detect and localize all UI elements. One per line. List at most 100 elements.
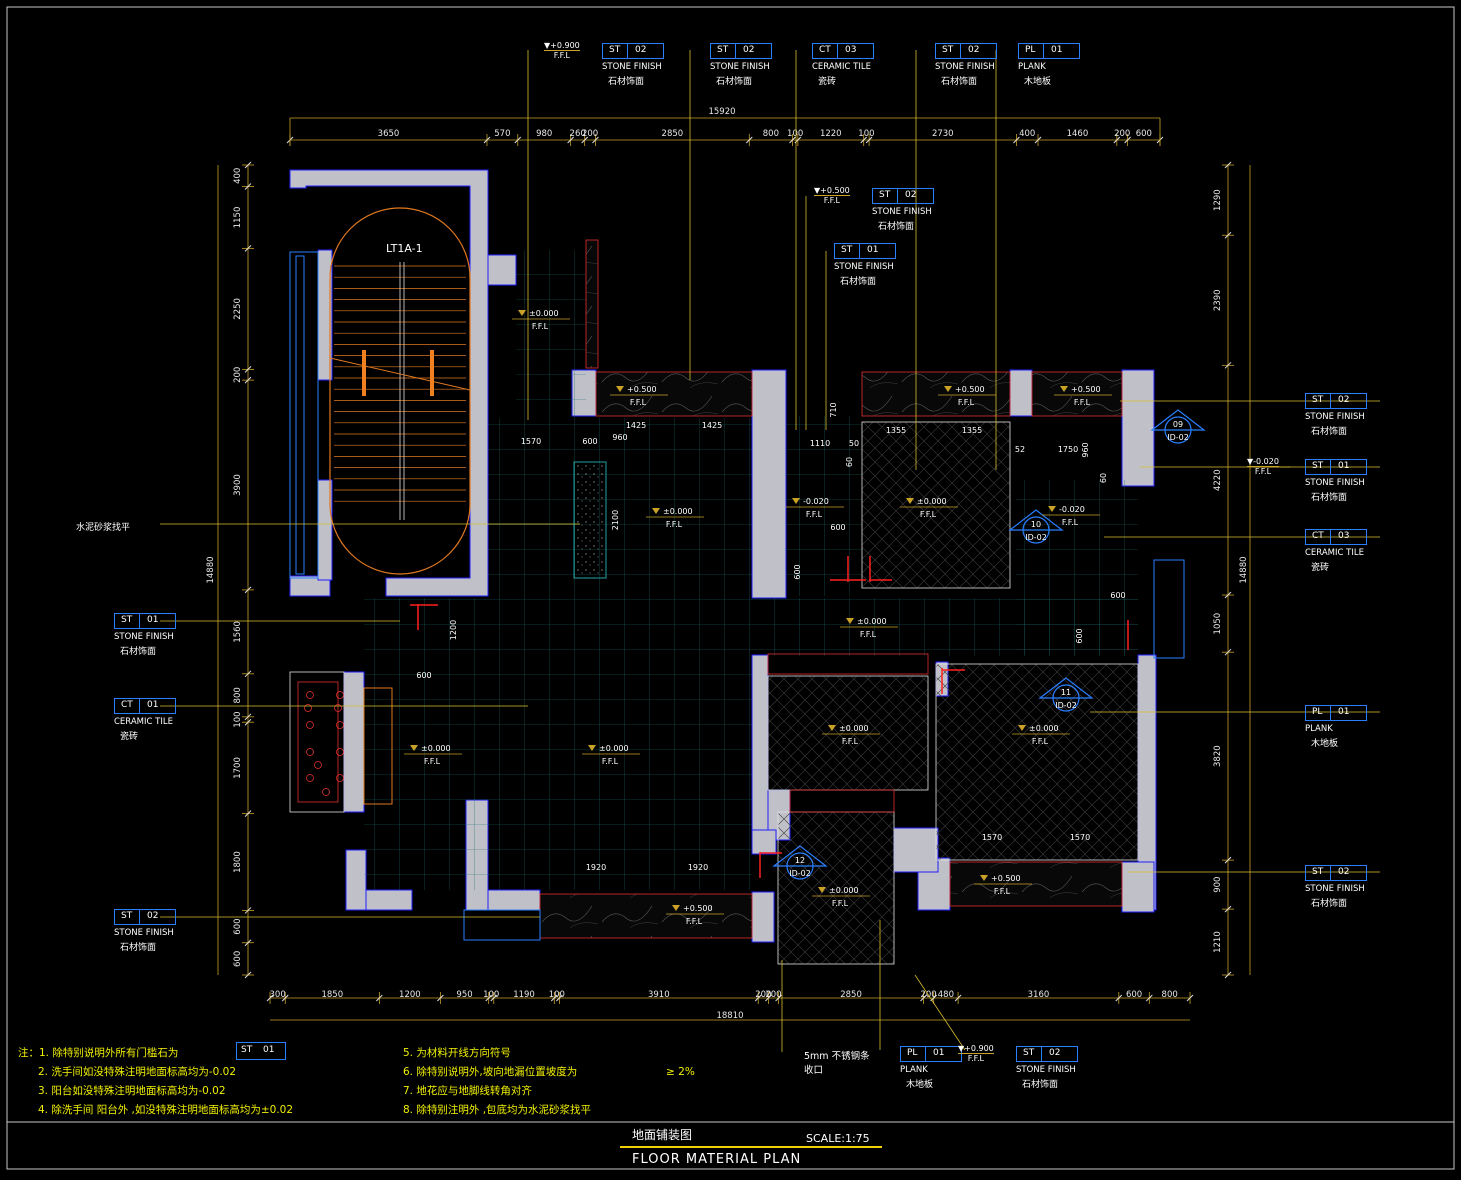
top-dim: 260 [570, 129, 586, 139]
level-value: ±0.000 [663, 507, 693, 516]
section-ref: ID-02 [789, 869, 811, 878]
level-ffl: F.F.L [1074, 398, 1091, 407]
note1-num: 01 [263, 1045, 275, 1055]
notes-prefix: 注： [18, 1047, 39, 1059]
title-en: FLOOR MATERIAL PLAN [632, 1152, 802, 1167]
inner-dim: 2100 [611, 510, 620, 530]
inner-dim: 1570 [982, 833, 1002, 842]
inner-dim: 60 [1099, 473, 1108, 483]
left-total-dim: 14880 [206, 556, 216, 583]
bottom-dim: 200 [755, 990, 771, 1000]
inner-dim: 710 [829, 402, 838, 417]
note-5: 5. 为材料开线方向符号 [403, 1047, 511, 1059]
top-dim: 100 [787, 129, 803, 139]
left-dim: 2250 [233, 298, 243, 320]
bottom-dim: 100 [483, 990, 499, 1000]
note-1: 1. 除特别说明外所有门槛石为 [39, 1047, 179, 1059]
inner-dim: 600 [1110, 591, 1125, 600]
level-value: +0.500 [1071, 385, 1101, 394]
bottom-dim: 2850 [840, 990, 862, 1000]
top-dim: 1220 [820, 129, 842, 139]
right-dim: 1050 [1213, 613, 1223, 635]
leader-lines [160, 50, 1380, 1052]
bottom-dim: 950 [456, 990, 472, 1000]
level-ffl: F.F.L [994, 887, 1011, 896]
inner-dim: 960 [612, 433, 627, 442]
note1-tag: ST 01 [236, 1042, 286, 1060]
inner-dim: 1200 [449, 620, 458, 640]
top-dim: 1460 [1067, 129, 1089, 139]
section-ref: ID-02 [1055, 701, 1077, 710]
section-num: 09 [1173, 420, 1183, 429]
left-dim: 800 [233, 687, 243, 703]
level-value: -0.020 [803, 497, 829, 506]
inner-dim: 600 [1075, 628, 1084, 643]
bottom-dim: 3910 [648, 990, 670, 1000]
section-ref: ID-02 [1025, 533, 1047, 542]
inner-dim: 50 [849, 439, 859, 448]
dimension-ticks [242, 118, 1234, 1004]
bottom-dim: 600 [1126, 990, 1142, 1000]
slope-value: ≥ 2% [666, 1066, 695, 1078]
section-num: 12 [795, 856, 805, 865]
level-ffl: F.F.L [806, 510, 823, 519]
left-dim: 600 [233, 951, 243, 967]
left-dim: 400 [233, 168, 243, 184]
top-dim: 600 [1136, 129, 1152, 139]
level-ffl: F.F.L [1032, 737, 1049, 746]
inner-dim: 600 [793, 564, 802, 579]
right-dim: 2390 [1213, 289, 1223, 311]
left-dim: 100 [233, 711, 243, 727]
right-dim: 3820 [1213, 745, 1223, 767]
note1-code: ST [241, 1045, 253, 1055]
left-dim: 1150 [233, 207, 243, 229]
level-value: -0.020 [1059, 505, 1085, 514]
inner-dim: 1750 [1058, 445, 1078, 454]
inner-dim: 1355 [886, 426, 906, 435]
right-total-dim: 14880 [1239, 556, 1249, 583]
bottom-dim: 480 [938, 990, 954, 1000]
level-ffl: F.F.L [860, 630, 877, 639]
inner-dim: 600 [830, 523, 845, 532]
window-rails [289, 251, 1185, 941]
inner-dim: 960 [1081, 442, 1090, 457]
inner-dim: 1570 [521, 437, 541, 446]
bottom-dim: 3160 [1028, 990, 1050, 1000]
top-dim: 200 [1114, 129, 1130, 139]
inner-dim: 1425 [702, 421, 722, 430]
bottom-dim: 300 [270, 990, 286, 1000]
note-2: 2. 洗手间如没特殊注明地面标高均为-0.02 [38, 1066, 237, 1078]
bottom-dim: 200 [765, 990, 781, 1000]
top-dim: 100 [858, 129, 874, 139]
level-ffl: F.F.L [842, 737, 859, 746]
bottom-dim: 800 [1162, 990, 1178, 1000]
top-dim: 2850 [662, 129, 684, 139]
level-ffl: F.F.L [958, 398, 975, 407]
section-num: 11 [1061, 688, 1071, 697]
note-6: 6. 除特别说明外,坡向地漏位置坡度为 [403, 1066, 578, 1078]
inner-dim: 1110 [810, 439, 830, 448]
level-ffl: F.F.L [1062, 518, 1079, 527]
left-dim: 600 [233, 918, 243, 934]
level-value: ±0.000 [917, 497, 947, 506]
top-dim: 800 [763, 129, 779, 139]
top-dim: 400 [1019, 129, 1035, 139]
top-dim: 980 [536, 129, 552, 139]
top-dim: 3650 [378, 129, 400, 139]
level-ffl: F.F.L [532, 322, 549, 331]
right-dim: 4220 [1213, 469, 1223, 491]
level-value: +0.500 [683, 904, 713, 913]
level-value: +0.500 [627, 385, 657, 394]
inner-dim: 1920 [688, 863, 708, 872]
level-value: ±0.000 [1029, 724, 1059, 733]
level-value: ±0.000 [421, 744, 451, 753]
level-ffl: F.F.L [666, 520, 683, 529]
kitchen-block [289, 671, 393, 813]
note-8: 8. 除特别注明外 ,包底均为水泥砂浆找平 [403, 1104, 592, 1116]
inner-dim: 1425 [626, 421, 646, 430]
note-3: 3. 阳台如没特殊注明地面标高均为-0.02 [38, 1085, 226, 1097]
level-value: ±0.000 [857, 617, 887, 626]
inner-dim: 1355 [962, 426, 982, 435]
title-cn: 地面铺装图 [632, 1128, 693, 1142]
